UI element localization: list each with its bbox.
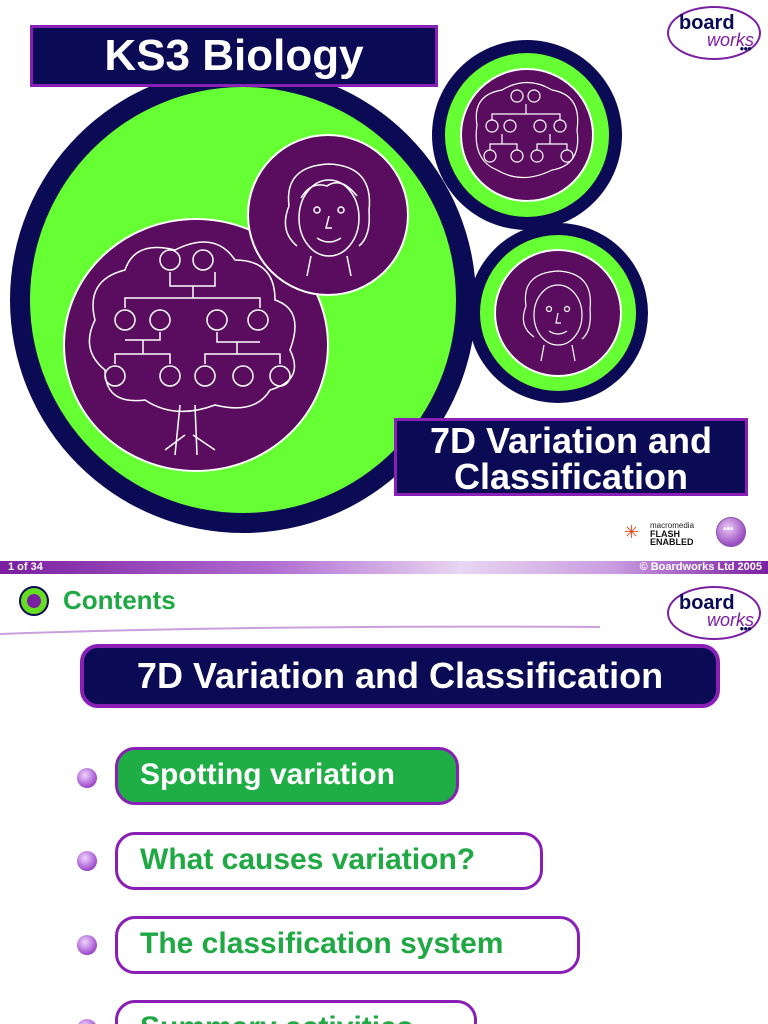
topic-title: 7D Variation and Classification — [394, 418, 748, 496]
logo-word-board: board — [679, 592, 735, 614]
family-tree-illustration — [63, 218, 329, 472]
menu-item-classification-system[interactable]: The classification system — [115, 916, 580, 974]
face-drawing — [284, 163, 371, 277]
copyright-text: © Boardworks Ltd 2005 — [639, 561, 762, 573]
logo-word-board: board — [679, 12, 735, 34]
boardworks-logo-contents: board works ●●● — [667, 586, 761, 640]
menu-item-summary-activities[interactable]: Summary activities — [115, 1000, 477, 1024]
flash-badge-line2: FLASH — [650, 529, 680, 539]
menu-bullet-3 — [77, 935, 97, 955]
menu-item-spotting-variation[interactable]: Spotting variation — [115, 747, 459, 805]
menu-bullet-1 — [77, 768, 97, 788]
topic-title-line1: 7D Variation and — [429, 420, 713, 461]
slide-title: KS3 Biology — [30, 25, 438, 87]
contents-title: Contents — [63, 585, 176, 615]
contents-heading: 7D Variation and Classification — [80, 644, 720, 708]
contents-underline — [0, 625, 600, 635]
contents-slide: Contents board works ●●● 7D Variation an… — [0, 575, 768, 1024]
flash-badge-line3: ENABLED — [650, 537, 694, 547]
family-tree-illustration-small — [460, 68, 594, 202]
topic-title-line2: Classification — [453, 456, 689, 497]
slide-footer-bar: 1 of 34 © Boardworks Ltd 2005 — [0, 561, 768, 574]
logo-word-works: works — [707, 30, 755, 50]
small-face-drawing — [522, 270, 591, 362]
flash-star-icon: ✳ — [624, 522, 640, 542]
logo-dots: ●●● — [739, 624, 752, 633]
menu-item-what-causes-variation[interactable]: What causes variation? — [115, 832, 543, 890]
page-counter: 1 of 34 — [8, 561, 43, 573]
logo-word-works: works — [707, 610, 755, 630]
face-illustration-small — [494, 249, 622, 377]
face-illustration-large — [247, 134, 409, 296]
boardworks-logo: board works ●●● — [667, 6, 761, 60]
next-arrow-icon: ••• — [723, 524, 734, 535]
menu-bullet-4 — [77, 1019, 97, 1024]
next-slide-button[interactable]: ••• — [716, 517, 746, 547]
contents-icon[interactable] — [19, 586, 49, 616]
title-slide: KS3 Biology 7D Variation and Classificat… — [10, 6, 761, 547]
contents-icon-center — [27, 594, 41, 608]
flash-badge-line1: macromedia — [650, 521, 695, 530]
family-tree-drawing — [88, 241, 296, 456]
small-tree-drawing — [475, 81, 579, 179]
logo-dots: ●●● — [739, 44, 752, 53]
flash-enabled-badge: ✳ macromedia FLASH ENABLED — [624, 520, 708, 547]
menu-bullet-2 — [77, 851, 97, 871]
